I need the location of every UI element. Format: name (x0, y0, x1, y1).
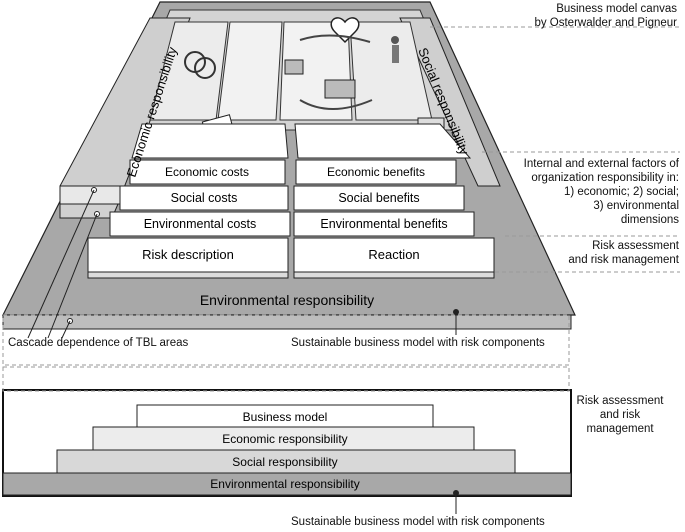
sustainable-annotation-bottom: Sustainable business model with risk com… (291, 516, 545, 528)
risk-description-label: Risk description (142, 247, 234, 262)
person-icon (391, 36, 399, 44)
cascade-line-1 (27, 189, 95, 339)
heart-icon (330, 17, 360, 44)
social-costs-box (119, 185, 289, 211)
factors-line4: 3) environmental (593, 200, 679, 212)
cascade-annotation: Cascade dependence of TBL areas (8, 337, 189, 349)
bottom-dashed-frame (2, 366, 570, 392)
risk-annotation: Risk assessment and risk management (568, 239, 679, 267)
risk-bottom-line1: Risk assessment (576, 395, 664, 407)
person-body-icon (392, 45, 399, 63)
environmental-base-label: Environmental responsibility (200, 292, 374, 308)
environmental-benefits-box (293, 211, 475, 237)
economic-costs-label: Economic costs (165, 165, 249, 179)
canvas-annotation-line2: by Osterwalder and Pigneur (534, 17, 677, 29)
environmental-benefits-label: Environmental benefits (320, 217, 447, 231)
environmental-costs-label: Environmental costs (144, 217, 257, 231)
cascade-line-2 (47, 213, 98, 339)
risk-line1: Risk assessment (592, 240, 679, 252)
canvas-block-activities (217, 21, 283, 121)
canvas-annotation-line1: Business model canvas (556, 3, 677, 15)
truck-icon (324, 79, 356, 99)
economic-benefits-label: Economic benefits (327, 165, 425, 179)
risk-description-box (87, 237, 289, 273)
social-costs-label: Social costs (171, 191, 238, 205)
social-wall (399, 17, 501, 187)
base-front-strip (2, 314, 572, 330)
economic-wall-lower (59, 185, 121, 205)
reaction-label: Reaction (368, 247, 419, 262)
cycle-arrow-icon (299, 34, 373, 110)
factors-line2: organization responsibility in: (531, 172, 679, 184)
chain-icon-2 (194, 57, 216, 79)
factors-line1: Internal and external factors of (523, 158, 679, 170)
sustainable-annotation-top: Sustainable business model with risk com… (291, 337, 545, 349)
canvas-annotation: Business model canvas by Osterwalder and… (534, 2, 677, 30)
top-dashed-frame (2, 314, 570, 366)
factors-annotation: Internal and external factors of organiz… (524, 157, 679, 227)
risk-bottom-line3: management (586, 423, 654, 435)
factors-line5: dimensions (620, 214, 679, 226)
risk-bottom-line2: and risk (599, 409, 641, 421)
economic-wall-lower2 (59, 203, 119, 219)
economic-layer-label: Economic responsibility (222, 432, 347, 446)
economic-costs-box (129, 159, 286, 185)
cost-plate (131, 123, 289, 159)
machine-icon (284, 59, 304, 75)
factors-line3: 1) economic; 2) social; (563, 186, 679, 198)
bottom-frame (2, 389, 572, 497)
economic-benefits-box (295, 159, 457, 185)
social-layer-label: Social responsibility (232, 455, 337, 469)
business-model-label: Business model (243, 410, 328, 424)
risk-description-shadow (87, 271, 289, 279)
environmental-layer (2, 472, 572, 496)
cascade-line-3 (61, 320, 71, 339)
risk-line2: and risk management (568, 254, 679, 266)
environmental-costs-box (109, 211, 291, 237)
environmental-layer-label: Environmental responsibility (210, 477, 359, 491)
risk-bottom-annotation: Risk assessment and risk management (565, 394, 675, 436)
reaction-shadow (293, 271, 495, 279)
social-benefits-label: Social benefits (338, 191, 419, 205)
benefit-plate (294, 123, 472, 159)
social-benefits-box (293, 185, 465, 211)
